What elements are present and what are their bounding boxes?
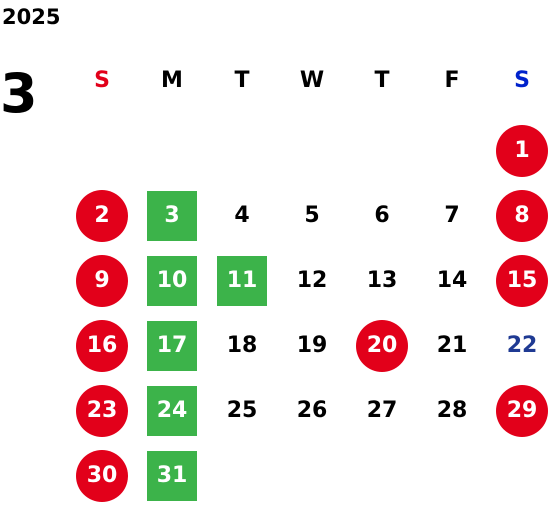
- day-number: 13: [366, 267, 398, 293]
- day-number: 26: [296, 397, 328, 423]
- day-cell[interactable]: 1: [487, 118, 548, 183]
- day-cell[interactable]: 17: [137, 313, 207, 378]
- day-cell[interactable]: 19: [277, 313, 347, 378]
- day-number: 11: [217, 255, 267, 306]
- day-number: 4: [234, 202, 250, 228]
- day-number: 27: [366, 397, 398, 423]
- day-number: 6: [374, 202, 390, 228]
- day-number: 20: [356, 319, 408, 372]
- day-cell[interactable]: 31: [137, 443, 207, 508]
- day-cell[interactable]: 22: [487, 313, 548, 378]
- weekday-label: S: [514, 68, 530, 93]
- weekday-label: S: [94, 68, 110, 93]
- day-cell[interactable]: 21: [417, 313, 487, 378]
- day-cell[interactable]: 10: [137, 248, 207, 313]
- day-cell[interactable]: 4: [207, 183, 277, 248]
- day-number: 28: [436, 397, 468, 423]
- day-cell[interactable]: 16: [67, 313, 137, 378]
- day-number: 29: [496, 384, 548, 437]
- day-cell[interactable]: 27: [347, 378, 417, 443]
- day-number: 19: [296, 332, 328, 358]
- day-cell[interactable]: 13: [347, 248, 417, 313]
- day-cell[interactable]: 25: [207, 378, 277, 443]
- day-cell[interactable]: 2: [67, 183, 137, 248]
- day-number: 2: [76, 189, 128, 242]
- day-number: 16: [76, 319, 128, 372]
- day-cell[interactable]: 29: [487, 378, 548, 443]
- day-number: 24: [147, 385, 197, 436]
- day-number: 8: [496, 189, 548, 242]
- day-cell[interactable]: 24: [137, 378, 207, 443]
- day-cell[interactable]: 15: [487, 248, 548, 313]
- day-number: 12: [296, 267, 328, 293]
- calendar-year: 2025: [2, 5, 61, 29]
- day-cell[interactable]: 20: [347, 313, 417, 378]
- day-number: 31: [147, 450, 197, 501]
- day-cell[interactable]: 12: [277, 248, 347, 313]
- day-cell[interactable]: 6: [347, 183, 417, 248]
- day-cell[interactable]: 18: [207, 313, 277, 378]
- day-cell[interactable]: 11: [207, 248, 277, 313]
- day-cell[interactable]: 7: [417, 183, 487, 248]
- day-number: 10: [147, 255, 197, 306]
- day-cell[interactable]: 9: [67, 248, 137, 313]
- day-number: 15: [496, 254, 548, 307]
- day-number: 14: [436, 267, 468, 293]
- day-number: 7: [444, 202, 460, 228]
- day-number: 25: [226, 397, 258, 423]
- weekday-label: W: [299, 68, 325, 93]
- day-number: 5: [304, 202, 320, 228]
- day-cell[interactable]: 26: [277, 378, 347, 443]
- day-cell[interactable]: 8: [487, 183, 548, 248]
- day-number: 21: [436, 332, 468, 358]
- day-number: 23: [76, 384, 128, 437]
- weekday-label: T: [234, 68, 250, 93]
- day-number: 18: [226, 332, 258, 358]
- weekday-label: F: [444, 68, 460, 93]
- day-cell[interactable]: 14: [417, 248, 487, 313]
- weekday-label: T: [374, 68, 390, 93]
- day-number: 30: [76, 449, 128, 502]
- day-number: 1: [496, 124, 548, 177]
- day-cell[interactable]: 28: [417, 378, 487, 443]
- day-number: 22: [506, 332, 538, 358]
- calendar-month: 3: [0, 62, 38, 125]
- day-cell[interactable]: 5: [277, 183, 347, 248]
- day-cell[interactable]: 23: [67, 378, 137, 443]
- day-number: 3: [147, 190, 197, 241]
- weekday-label: M: [161, 68, 183, 93]
- day-cell[interactable]: 3: [137, 183, 207, 248]
- day-cell[interactable]: 30: [67, 443, 137, 508]
- day-number: 9: [76, 254, 128, 307]
- day-number: 17: [147, 320, 197, 371]
